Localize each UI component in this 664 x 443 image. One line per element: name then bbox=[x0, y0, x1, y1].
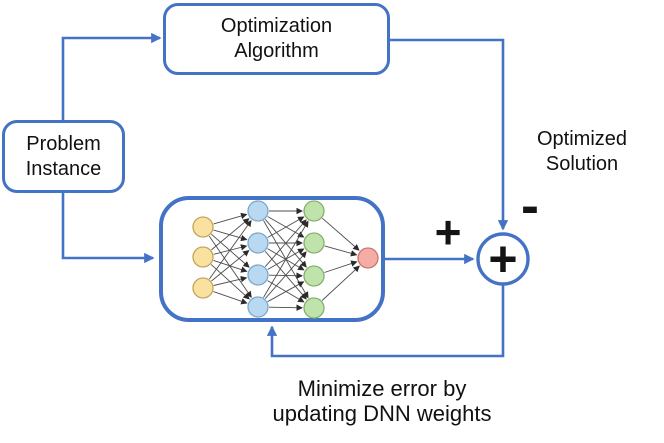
sum-plus-symbol: + bbox=[488, 231, 518, 287]
plus-sign-label: + bbox=[434, 206, 462, 258]
problem-instance-label-line1: Problem bbox=[26, 132, 101, 155]
optimized-solution-line1: Optimized bbox=[536, 128, 628, 150]
minimize-error-line2: updating DNN weights bbox=[272, 401, 492, 426]
optimization-algorithm-label-line2: Algorithm bbox=[234, 40, 319, 62]
problem-instance-label-line2: Instance bbox=[25, 157, 102, 180]
optimization-algorithm-box: Optimization Algorithm bbox=[163, 3, 390, 75]
problem-instance-box: Problem Instance bbox=[2, 120, 125, 193]
optimized-solution-label: Optimized Solution bbox=[520, 127, 644, 177]
minus-sign-label: - bbox=[521, 176, 539, 236]
minimize-error-label: Minimize error by updating DNN weights bbox=[250, 376, 514, 426]
optimized-solution-line2: Solution bbox=[545, 153, 619, 175]
optimization-algorithm-label-line1: Optimization bbox=[220, 15, 333, 37]
minimize-error-line1: Minimize error by bbox=[297, 376, 467, 401]
